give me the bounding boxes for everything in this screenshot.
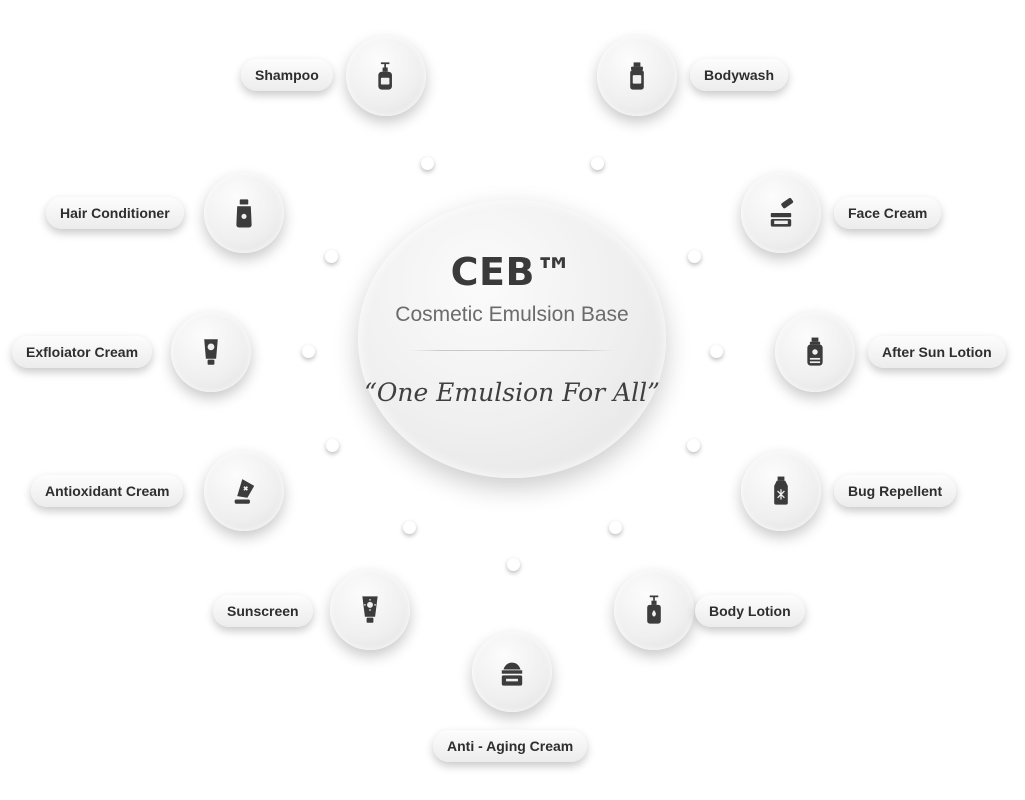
bodywash-bottle-icon [630,62,644,90]
product-label-antioxidant-cream: Antioxidant Cream [31,475,184,507]
body-lotion-node [614,570,694,650]
product-label-shampoo: Shampoo [241,59,333,91]
product-label-bodywash: Bodywash [690,59,789,91]
connector-dot [325,250,338,263]
connector-dot [688,250,701,263]
bug-repellent-node [741,451,821,531]
bug-repellent-bottle-icon [774,476,788,505]
connector-dot [326,439,339,452]
exfoliator-tube-icon [204,339,218,365]
connector-dot [403,521,416,534]
connector-dot [421,157,434,170]
connector-dot [591,157,604,170]
exfloiator-cream-node [171,312,251,392]
product-label-hair-conditioner: Hair Conditioner [46,197,184,229]
face-cream-jar-icon [770,197,794,227]
hub-tagline: “One Emulsion For All” [364,378,660,407]
after-sun-lotion-node [775,312,855,392]
connector-dot [507,558,520,571]
shampoo-pump-bottle-icon [378,62,392,90]
product-label-anti-aging-cream: Anti - Aging Cream [433,730,588,762]
product-label-exfloiator-cream: Exfloiator Cream [12,336,153,368]
product-label-after-sun-lotion: After Sun Lotion [868,336,1006,368]
conditioner-bottle-icon [236,199,252,228]
sunscreen-node [330,570,410,650]
antioxidant-cream-node [204,451,284,531]
bodywash-node [597,36,677,116]
hub-divider [410,350,614,351]
connector-dot [710,345,723,358]
after-sun-lotion-bottle-icon [807,337,823,366]
shampoo-node [346,36,426,116]
hub-title: CEB™ [450,250,574,294]
product-label-face-cream: Face Cream [834,197,942,229]
connector-dot [302,345,315,358]
connector-dot [609,521,622,534]
connector-dot [687,439,700,452]
antioxidant-cream-tube-icon [234,479,255,504]
face-cream-node [741,173,821,253]
sunscreen-tube-icon [362,596,378,623]
central-hub: CEB™ Cosmetic Emulsion Base “One Emulsio… [358,200,666,478]
hair-conditioner-node [204,173,284,253]
product-label-body-lotion: Body Lotion [695,595,805,627]
product-label-bug-repellent: Bug Repellent [834,475,957,507]
anti-aging-cream-jar-icon [501,662,523,686]
body-lotion-pump-bottle-icon [647,595,661,624]
hub-subtitle: Cosmetic Emulsion Base [395,303,629,326]
product-label-sunscreen: Sunscreen [213,595,313,627]
anti-aging-cream-node [472,632,552,712]
